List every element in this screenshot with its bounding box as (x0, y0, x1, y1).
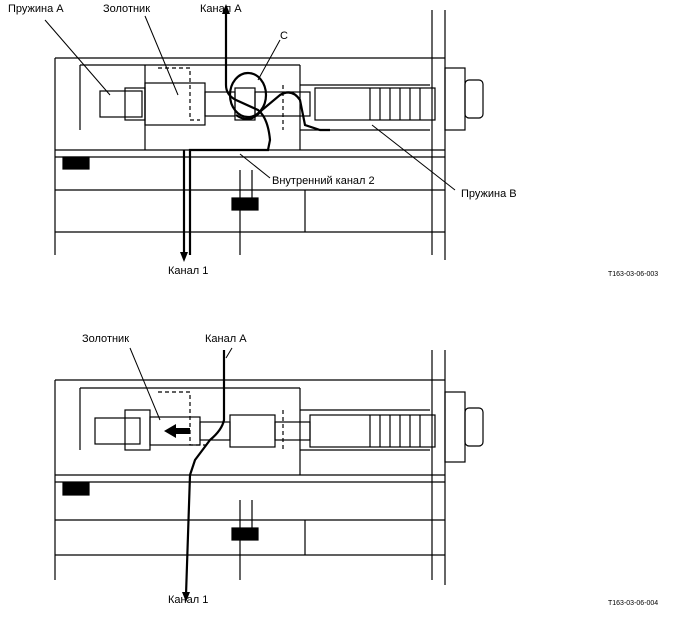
label-c: C (280, 30, 288, 42)
valve-diagram-bottom (54, 347, 484, 602)
label-channel-1-bottom: Канал 1 (168, 594, 209, 606)
spring-b-housing-top (314, 87, 436, 121)
label-spring-b: Пружина В (461, 188, 517, 200)
label-spool: Золотник (103, 3, 151, 15)
label-channel-1: Канал 1 (168, 265, 209, 277)
valve-diagram-top (44, 4, 484, 262)
label-spool-bottom: Золотник (82, 333, 130, 345)
label-inner-channel-2: Внутренний канал 2 (272, 175, 375, 187)
label-channel-a: Канал А (200, 3, 242, 15)
figure-code-bottom: T163-03-06-004 (608, 600, 659, 607)
label-spring-a: Пружина А (8, 3, 64, 15)
spool-top (144, 82, 206, 126)
flow-path-channel-a-bottom (184, 350, 226, 596)
arrow-left-icon (164, 424, 190, 438)
figure-code-top: T163-03-06-003 (608, 271, 659, 278)
label-channel-a-bottom: Канал А (205, 333, 247, 345)
spring-a-housing-top (99, 90, 143, 118)
flow-path-channel-a (188, 10, 272, 255)
spool-bottom (229, 414, 276, 448)
